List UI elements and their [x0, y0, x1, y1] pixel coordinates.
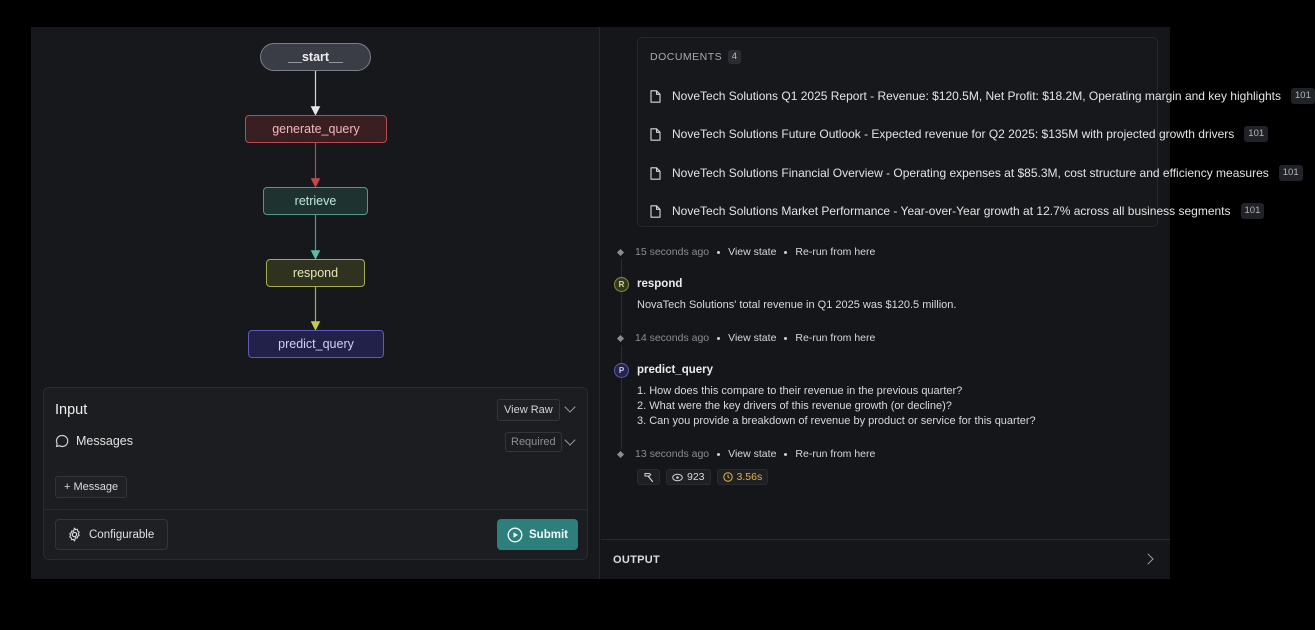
input-panel: Input View Raw Messages Required + Messa… — [43, 387, 588, 560]
document-item[interactable]: NoveTech Solutions Q1 2025 Report - Reve… — [650, 86, 1315, 106]
duration-value: 3.56s — [736, 471, 763, 483]
document-item[interactable]: NoveTech Solutions Market Performance - … — [650, 201, 1265, 221]
documents-count-badge: 4 — [728, 50, 742, 64]
separator-dot — [784, 250, 788, 254]
respond-step-title[interactable]: respond — [637, 278, 683, 290]
document-badge: 101 — [1240, 203, 1265, 219]
required-badge: Required — [505, 432, 562, 452]
rerun-link[interactable]: Re-run from here — [795, 448, 876, 460]
diamond-icon — [616, 248, 625, 256]
document-item[interactable]: NoveTech Solutions Future Outlook - Expe… — [650, 124, 1269, 144]
clock-icon — [722, 472, 733, 482]
timeline-connector — [621, 293, 622, 333]
predicted-question: 1. How does this compare to their revenu… — [637, 385, 963, 397]
run-stats: 923 3.56s — [637, 469, 769, 485]
view-raw-button[interactable]: View Raw — [497, 399, 560, 421]
eye-icon — [672, 473, 683, 481]
step-timestamp: 14 seconds ago — [635, 332, 710, 344]
chevron-right-icon — [1142, 553, 1154, 565]
left-pane: __start__ generate_query retrieve respon… — [31, 27, 600, 579]
messages-label: Messages — [76, 434, 133, 448]
timeline-connector — [621, 379, 622, 449]
token-count-stat[interactable]: 923 — [666, 469, 711, 485]
view-state-link[interactable]: View state — [728, 246, 777, 258]
documents-card: DOCUMENTS 4 NoveTech Solutions Q1 2025 R… — [637, 37, 1315, 227]
separator-dot — [784, 336, 788, 340]
play-circle-icon — [507, 526, 523, 543]
node-respond[interactable]: respond — [266, 259, 365, 287]
step-meta-row: 14 seconds ago View state Re-run from he… — [615, 331, 875, 345]
predicted-question: 2. What were the key drivers of this rev… — [637, 400, 952, 412]
predict-step-badge: P — [614, 363, 629, 378]
gear-icon — [69, 527, 80, 542]
rerun-link[interactable]: Re-run from here — [795, 332, 876, 344]
node-predict-query[interactable]: predict_query — [248, 330, 384, 358]
messages-field-label: Messages — [55, 434, 133, 448]
documents-header: DOCUMENTS 4 — [650, 50, 742, 64]
document-title: NoveTech Solutions Q1 2025 Report - Reve… — [672, 89, 1282, 103]
document-badge: 101 — [1278, 165, 1303, 181]
tools-stat[interactable] — [637, 469, 660, 485]
document-title: NoveTech Solutions Market Performance - … — [672, 204, 1231, 218]
token-count: 923 — [687, 471, 705, 483]
predicted-question: 3. Can you provide a breakdown of revenu… — [637, 415, 1036, 427]
node-start[interactable]: __start__ — [260, 43, 371, 71]
output-section-toggle[interactable]: OUTPUT — [601, 539, 1170, 579]
chevron-down-icon[interactable] — [564, 434, 576, 446]
graph-canvas: __start__ generate_query retrieve respon… — [31, 27, 600, 387]
predict-step-output: 1. How does this compare to their revenu… — [637, 384, 1036, 429]
separator-dot — [717, 336, 721, 340]
graph-edges — [310, 71, 321, 331]
chevron-down-icon[interactable] — [564, 401, 576, 413]
document-badge: 101 — [1291, 88, 1315, 104]
separator-dot — [717, 250, 721, 254]
file-icon — [650, 89, 661, 103]
input-title: Input — [55, 402, 88, 418]
documents-title: DOCUMENTS — [650, 51, 723, 63]
document-item[interactable]: NoveTech Solutions Financial Overview - … — [650, 163, 1303, 183]
submit-button[interactable]: Submit — [497, 519, 578, 550]
chat-bubble-icon — [55, 434, 69, 448]
step-timestamp: 15 seconds ago — [635, 246, 710, 258]
timeline-connector — [621, 345, 622, 369]
divider — [44, 509, 587, 510]
file-icon — [650, 166, 661, 180]
respond-step-output: NovaTech Solutions' total revenue in Q1 … — [637, 299, 957, 311]
diamond-icon — [616, 450, 625, 458]
document-badge: 101 — [1244, 126, 1269, 142]
rerun-link[interactable]: Re-run from here — [795, 246, 876, 258]
duration-stat[interactable]: 3.56s — [716, 469, 769, 485]
view-state-link[interactable]: View state — [728, 332, 777, 344]
configurable-button[interactable]: Configurable — [55, 519, 168, 550]
file-icon — [650, 204, 661, 218]
document-title: NoveTech Solutions Future Outlook - Expe… — [672, 127, 1235, 141]
document-title: NoveTech Solutions Financial Overview - … — [672, 166, 1269, 180]
hammer-icon — [644, 472, 654, 482]
node-generate-query[interactable]: generate_query — [245, 115, 387, 143]
step-meta-row: 15 seconds ago View state Re-run from he… — [615, 245, 875, 259]
step-meta-row: 13 seconds ago View state Re-run from he… — [615, 447, 875, 461]
respond-step-badge: R — [614, 277, 629, 292]
right-pane: DOCUMENTS 4 NoveTech Solutions Q1 2025 R… — [601, 27, 1315, 579]
node-retrieve[interactable]: retrieve — [263, 187, 368, 215]
file-icon — [650, 127, 661, 141]
configurable-label: Configurable — [89, 528, 155, 541]
add-message-button[interactable]: + Message — [55, 476, 128, 498]
submit-label: Submit — [529, 528, 568, 541]
timeline-connector — [621, 259, 622, 277]
predict-step-title[interactable]: predict_query — [637, 364, 714, 376]
view-state-link[interactable]: View state — [728, 448, 777, 460]
separator-dot — [784, 452, 788, 456]
app-window: __start__ generate_query retrieve respon… — [31, 27, 1315, 579]
separator-dot — [717, 452, 721, 456]
output-label: OUTPUT — [613, 553, 661, 566]
step-timestamp: 13 seconds ago — [635, 448, 710, 460]
diamond-icon — [616, 334, 625, 342]
